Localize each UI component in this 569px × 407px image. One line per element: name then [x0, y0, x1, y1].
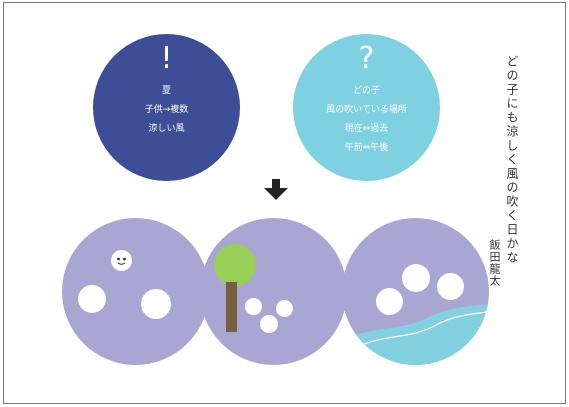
child-dot [276, 300, 293, 317]
question-line-2: 風の吹いている場所 [326, 105, 407, 115]
questions-circle: ? どの子 風の吹いている場所 現在⇔過去 午前⇔午後 [293, 34, 440, 181]
child-face-dot [111, 250, 132, 271]
scene-circle-tree [200, 218, 347, 365]
known-line-1: 夏 [161, 86, 171, 96]
child-dot [245, 298, 262, 315]
question-line-1: どの子 [352, 86, 380, 96]
child-dot [376, 288, 403, 315]
question-line-4: 午前⇔午後 [344, 143, 389, 153]
haiku-text: どの子にも涼しく風の吹く日かな [505, 55, 519, 265]
known-line-3: 涼しい風 [148, 124, 185, 134]
river-icon [342, 304, 489, 365]
child-dot [402, 264, 430, 292]
haiku-author: 飯田龍太 [488, 239, 501, 287]
tree-trunk [226, 282, 237, 332]
tree-icon [214, 244, 256, 286]
known-facts-circle: ! 夏 子供→複数 涼しい風 [93, 34, 240, 181]
question-line-3: 現在⇔過去 [344, 124, 389, 134]
question-mark: ? [358, 41, 375, 76]
slide-frame: ! 夏 子供→複数 涼しい風 ? どの子 風の吹いている場所 現在⇔過去 午前⇔… [3, 2, 566, 404]
down-arrow-icon [264, 179, 288, 200]
face-icon [117, 257, 126, 265]
scene-circle-river [342, 218, 489, 365]
known-line-2: 子供→複数 [144, 105, 189, 115]
child-dot [78, 285, 106, 313]
child-dot [141, 289, 171, 319]
child-dot [437, 273, 464, 300]
exclamation-mark: ! [160, 41, 173, 76]
scene-circle-children [62, 218, 209, 365]
child-dot [260, 315, 278, 333]
